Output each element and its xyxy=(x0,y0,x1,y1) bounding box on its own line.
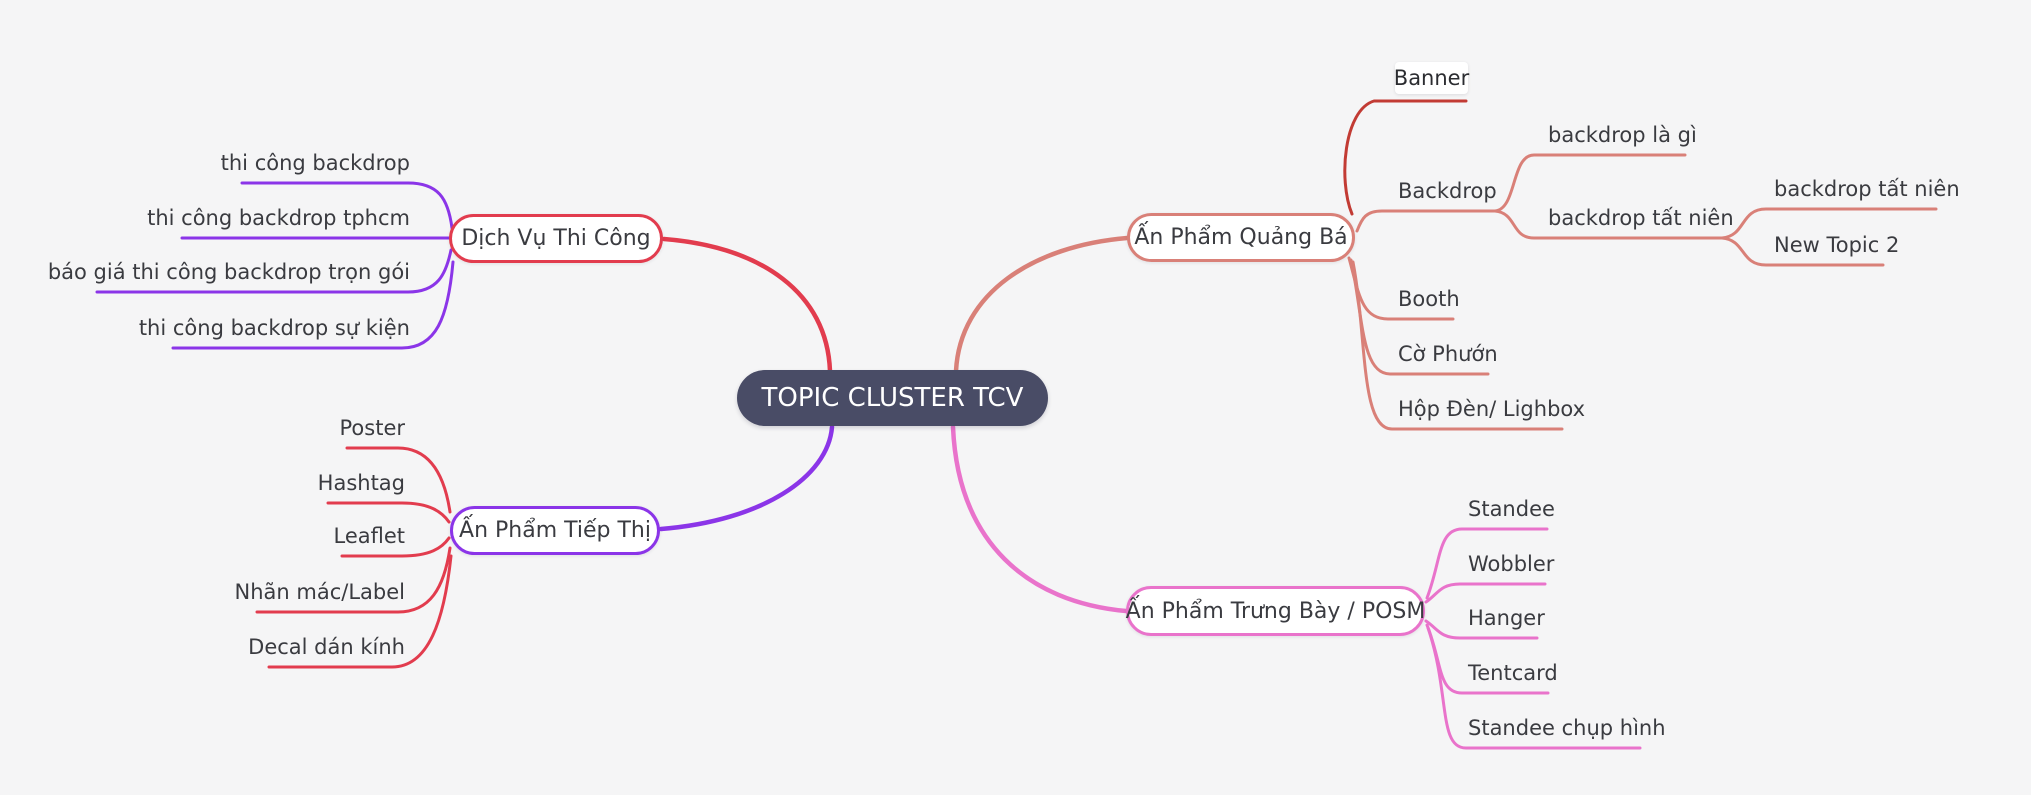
edge-hop-den xyxy=(1351,260,1564,431)
edge-central-tiep-thi xyxy=(658,424,835,532)
topic-backdrop[interactable]: Backdrop xyxy=(1398,179,1497,203)
topic-bao-gia-thi-cong-backdrop-tron-goi[interactable]: báo giá thi công backdrop trọn gói xyxy=(47,260,410,284)
edge-poster xyxy=(345,446,452,514)
topic-decal-dan-kinh[interactable]: Decal dán kính xyxy=(248,635,405,659)
topic-poster[interactable]: Poster xyxy=(339,416,406,440)
edge-backdrop-tat-nien-child xyxy=(1720,207,1938,240)
edge-backdrop xyxy=(1355,209,1497,233)
topic-booth[interactable]: Booth xyxy=(1398,287,1460,311)
topic-standee[interactable]: Standee xyxy=(1468,497,1555,521)
edge-new-topic-2 xyxy=(1720,236,1885,267)
edge-backdrop-la-gi xyxy=(1493,153,1687,213)
topic-hop-den-lighbox[interactable]: Hộp Đèn/ Lighbox xyxy=(1398,397,1586,421)
topic-an-pham-tiep-thi[interactable]: Ấn Phẩm Tiếp Thị xyxy=(450,506,660,555)
edge-bao-gia-thi-cong xyxy=(95,248,453,294)
topic-backdrop-la-gi[interactable]: backdrop là gì xyxy=(1548,123,1697,147)
topic-leaflet[interactable]: Leaflet xyxy=(333,524,405,548)
topic-thi-cong-backdrop-tphcm[interactable]: thi công backdrop tphcm xyxy=(147,206,410,230)
edge-decal xyxy=(267,554,453,669)
topic-nhan-mac-label[interactable]: Nhãn mác/Label xyxy=(234,580,405,604)
central-topic[interactable]: TOPIC CLUSTER TCV xyxy=(737,370,1048,426)
edge-backdrop-tat-nien xyxy=(1493,209,1724,240)
edge-hashtag xyxy=(326,501,451,524)
edge-central-quang-ba xyxy=(953,235,1130,374)
edge-hanger xyxy=(1424,619,1539,640)
topic-dich-vu-thi-cong[interactable]: Dịch Vụ Thi Công xyxy=(449,214,663,263)
edge-standee-chup-hinh xyxy=(1426,626,1642,750)
edge-banner xyxy=(1343,99,1468,216)
edge-wobbler xyxy=(1424,582,1547,604)
edge-thi-cong-su-kien xyxy=(171,260,455,350)
topic-standee-chup-hinh[interactable]: Standee chụp hình xyxy=(1468,716,1666,740)
topic-wobbler[interactable]: Wobbler xyxy=(1468,552,1555,576)
topic-backdrop-tat-nien[interactable]: backdrop tất niên xyxy=(1548,206,1734,230)
edge-leaflet xyxy=(340,536,451,558)
edge-standee xyxy=(1425,527,1549,600)
topic-hashtag[interactable]: Hashtag xyxy=(317,471,405,495)
topic-new-topic-2[interactable]: New Topic 2 xyxy=(1774,233,1900,257)
topic-tentcard[interactable]: Tentcard xyxy=(1468,661,1558,685)
topic-banner-selected[interactable]: Banner xyxy=(1394,62,1469,94)
topic-hanger[interactable]: Hanger xyxy=(1468,606,1545,630)
topic-co-phuon[interactable]: Cờ Phướn xyxy=(1398,342,1498,366)
edge-thi-cong-backdrop xyxy=(240,181,454,230)
topic-an-pham-quang-ba[interactable]: Ấn Phẩm Quảng Bá xyxy=(1127,213,1355,262)
topic-backdrop-tat-nien-child[interactable]: backdrop tất niên xyxy=(1774,177,1960,201)
edge-central-dich-vu xyxy=(661,236,833,374)
topic-an-pham-trung-bay-posm[interactable]: Ấn Phẩm Trưng Bày / POSM xyxy=(1126,586,1425,636)
topic-thi-cong-backdrop-su-kien[interactable]: thi công backdrop sự kiện xyxy=(138,316,410,340)
edge-nhan-mac xyxy=(255,546,452,614)
edge-central-posm xyxy=(950,424,1129,614)
topic-thi-cong-backdrop[interactable]: thi công backdrop xyxy=(220,151,410,175)
